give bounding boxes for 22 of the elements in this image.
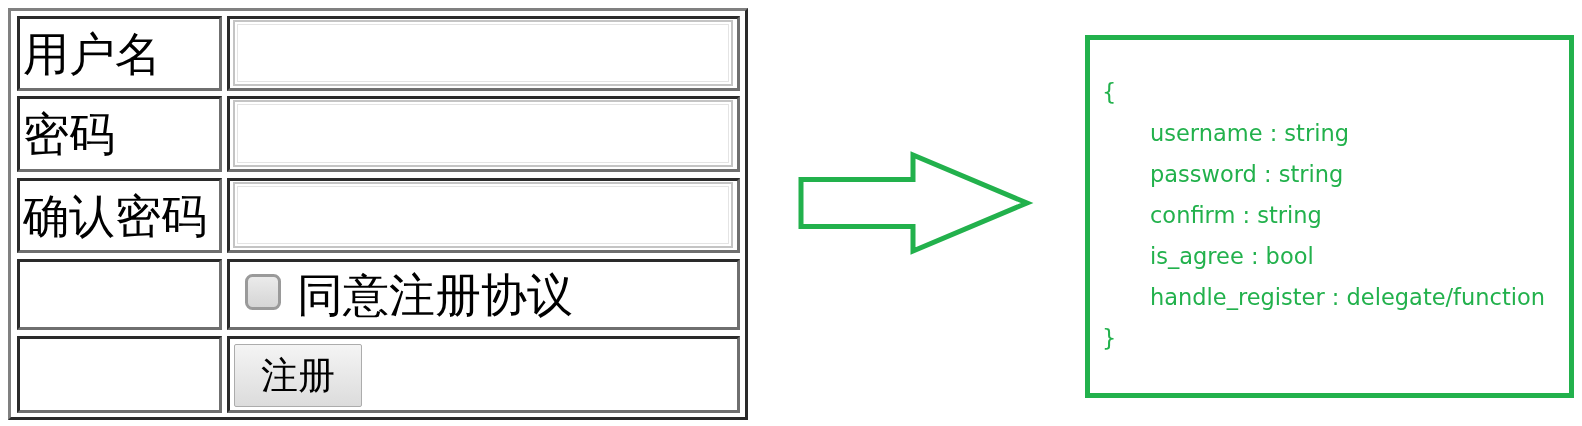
table-cell	[17, 336, 222, 413]
code-line: }	[1102, 324, 1117, 353]
block-arrow	[798, 151, 1034, 255]
code-line: confirm : string	[1150, 201, 1322, 230]
table-cell	[227, 336, 740, 413]
field-label: 用户名	[22, 30, 161, 77]
code-line: handle_register : delegate/function	[1150, 283, 1546, 312]
register-button: 注册	[234, 344, 362, 407]
form-table	[8, 8, 748, 420]
table-cell	[227, 259, 740, 330]
code-line: password : string	[1150, 160, 1344, 189]
field-label: 确认密码	[22, 192, 207, 239]
table-cell	[17, 178, 222, 253]
agreement-label: 同意注册协议	[297, 271, 573, 318]
code-line: {	[1102, 78, 1117, 107]
code-line: username : string	[1150, 119, 1349, 148]
table-cell	[17, 96, 222, 172]
code-box	[1085, 35, 1574, 398]
code-line: is_agree : bool	[1150, 242, 1314, 271]
field-label: 密码	[22, 111, 115, 157]
table-cell	[17, 16, 222, 91]
table-cell	[17, 259, 222, 330]
